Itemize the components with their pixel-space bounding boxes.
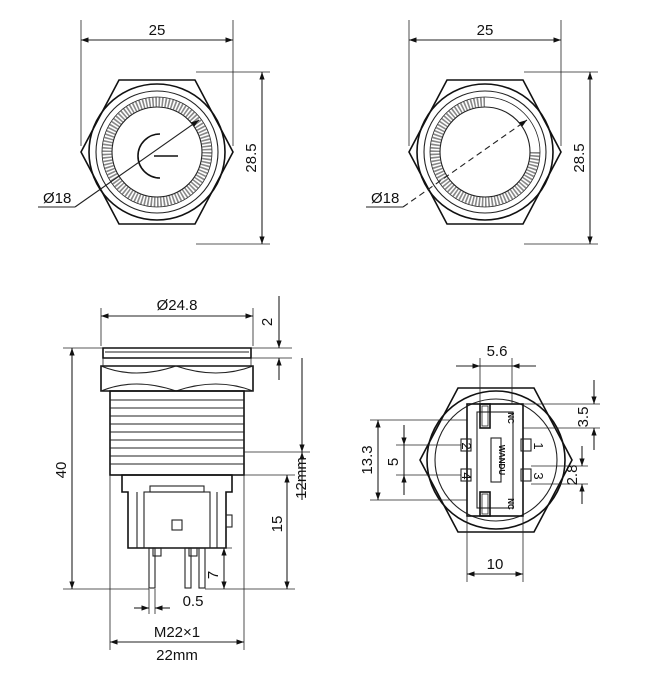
height-dim: 28.5 (243, 143, 260, 172)
switch-base (466, 403, 524, 517)
top-left-view: 25 28.5 Ø18 (38, 20, 270, 245)
thread-length-dim: 12mm (293, 457, 310, 499)
hex-nut (100, 365, 254, 392)
thread-lines (110, 399, 244, 465)
nut-dim: 22mm (156, 647, 198, 664)
right-bottom-dim: 2.8 (564, 465, 581, 486)
bezel-dim: Ø24.8 (157, 297, 198, 314)
button-face (111, 106, 203, 198)
width-dim: 25 (149, 22, 166, 39)
left-outer-dim: 13.3 (359, 445, 376, 474)
terminal-4-label: 4 (459, 472, 474, 479)
pin-length-dim: 7 (205, 571, 222, 579)
led-ring-partial (430, 97, 540, 207)
right-top-dim: 3.5 (575, 407, 592, 428)
left-inner-dim: 5 (385, 458, 402, 466)
bottom-view: NC NC WANDU 2 4 1 3 5.6 13.3 5 (359, 343, 600, 582)
terminal-2-label: 2 (459, 442, 474, 449)
width-dim: 25 (477, 22, 494, 39)
bezel-outer (88, 83, 226, 221)
height-dim: 28.5 (571, 143, 588, 172)
body-outer (426, 390, 566, 530)
side-view: Ø24.8 2 40 12mm 15 7 0.5 M2 (53, 296, 310, 664)
top-dim: 5.6 (487, 343, 508, 360)
bezel-outer (416, 83, 554, 221)
hex-nut-outline (408, 79, 562, 225)
terminal-pins (148, 547, 206, 589)
pin-width-dim: 0.5 (183, 593, 204, 610)
body-length-dim: 15 (269, 516, 286, 533)
terminal-3-label: 3 (531, 472, 546, 479)
diameter-dim: Ø18 (43, 190, 71, 207)
total-height-dim: 40 (53, 462, 70, 479)
bottom-dim: 10 (487, 556, 504, 573)
diameter-dim: Ø18 (371, 190, 399, 207)
thread-dim: M22×1 (154, 624, 200, 641)
head-height-dim: 2 (259, 318, 276, 326)
body-inner (434, 398, 558, 522)
nc-bottom-label: NC (506, 498, 515, 510)
top-right-view: 25 28.5 Ø18 (366, 20, 598, 245)
button-head (102, 347, 252, 359)
threaded-body (109, 390, 245, 476)
nc-top-label: NC (506, 412, 515, 424)
bezel-inner (423, 90, 547, 214)
button-face (439, 106, 531, 198)
brand-label: WANDU (497, 445, 506, 475)
hex-nut-outline (419, 387, 573, 533)
hex-nut-outline (80, 79, 234, 225)
bezel-inner (95, 90, 219, 214)
terminal-1-label: 1 (531, 442, 546, 449)
power-icon (137, 133, 178, 179)
led-ring (102, 97, 212, 207)
